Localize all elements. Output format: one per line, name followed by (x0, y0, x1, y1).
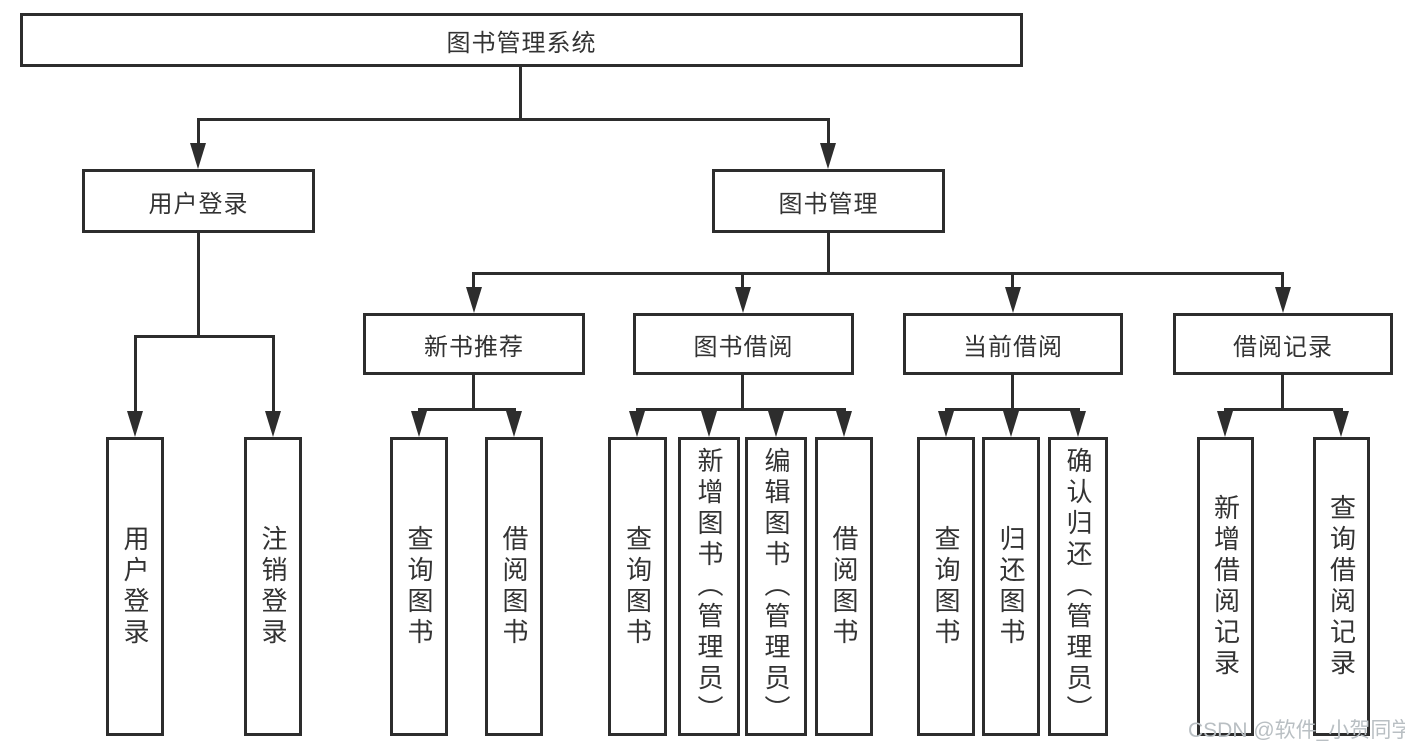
node-leaf-add-books-admin: 新增图书（管理员） (678, 437, 740, 736)
node-leaf-query-borrow-record-label: 查询借阅记录 (1326, 493, 1357, 680)
arrow-down-icon (629, 411, 645, 437)
connector-to-user-login (197, 118, 200, 146)
node-current-borrowing-label: 当前借阅 (963, 333, 1063, 361)
node-leaf-borrow-books-1-label: 借阅图书 (499, 524, 529, 649)
connector-to-book-management (827, 118, 830, 146)
node-book-borrowing-label: 图书借阅 (693, 333, 794, 361)
arrow-down-icon (938, 411, 954, 437)
arrow-down-icon (265, 411, 281, 437)
watermark: CSDN @软件_小贺同学 (1188, 719, 1405, 742)
node-leaf-borrow-books-2: 借阅图书 (815, 437, 873, 736)
connector-to-leaf-user-login (134, 335, 137, 413)
node-leaf-logout: 注销登录 (244, 437, 302, 736)
connector-borrowing-stem (741, 375, 744, 410)
connector-book-management-stem (827, 233, 830, 274)
arrow-down-icon (1005, 287, 1021, 313)
connector-root-stem (519, 67, 522, 118)
node-leaf-logout-label: 注销登录 (258, 524, 288, 649)
node-leaf-user-login-label: 用户登录 (120, 524, 150, 649)
arrow-down-icon (768, 411, 784, 437)
arrow-down-icon (735, 287, 751, 313)
node-leaf-borrow-books-1: 借阅图书 (485, 437, 543, 736)
connector-root-split (197, 118, 830, 121)
connector-to-book-borrowing (741, 272, 744, 289)
arrow-down-icon (127, 411, 143, 437)
node-leaf-return-books-label: 归还图书 (996, 524, 1026, 649)
node-book-management-label: 图书管理 (778, 190, 879, 218)
node-new-book-recommendation-label: 新书推荐 (424, 333, 524, 361)
connector-user-login-split (134, 335, 275, 338)
arrow-down-icon (1070, 411, 1086, 437)
node-user-login-label: 用户登录 (148, 190, 249, 218)
node-leaf-query-books-2: 查询图书 (608, 437, 667, 736)
node-leaf-query-books-1-label: 查询图书 (404, 524, 434, 649)
node-leaf-query-books-3-label: 查询图书 (931, 524, 961, 649)
node-leaf-add-borrow-record-label: 新增借阅记录 (1210, 493, 1241, 680)
arrow-down-icon (411, 411, 427, 437)
connector-recommendation-split (418, 408, 516, 411)
arrow-down-icon (1333, 411, 1349, 437)
node-leaf-query-books-1: 查询图书 (390, 437, 448, 736)
connector-borrowing-split (636, 408, 846, 411)
arrow-down-icon (701, 411, 717, 437)
node-leaf-return-books: 归还图书 (982, 437, 1040, 736)
arrow-down-icon (820, 143, 836, 169)
node-library-management-system-label: 图书管理系统 (446, 29, 597, 57)
arrow-down-icon (506, 411, 522, 437)
connector-current-split (945, 408, 1080, 411)
connector-current-stem (1011, 375, 1014, 410)
connector-recommendation-stem (472, 375, 475, 410)
node-leaf-query-borrow-record: 查询借阅记录 (1313, 437, 1370, 736)
node-leaf-user-login: 用户登录 (106, 437, 164, 736)
node-book-management: 图书管理 (712, 169, 945, 233)
node-current-borrowing: 当前借阅 (903, 313, 1123, 375)
arrow-down-icon (1217, 411, 1233, 437)
node-borrowing-records: 借阅记录 (1173, 313, 1393, 375)
arrow-down-icon (466, 287, 482, 313)
connector-to-new-book-recommendation (472, 272, 475, 289)
connector-records-split (1224, 408, 1343, 411)
connector-to-leaf-logout (272, 335, 275, 413)
node-leaf-confirm-return-admin: 确认归还（管理员） (1048, 437, 1108, 736)
node-leaf-add-books-admin-label: 新增图书（管理员） (694, 447, 724, 726)
arrow-down-icon (1275, 287, 1291, 313)
arrow-down-icon (190, 143, 206, 169)
node-leaf-confirm-return-admin-label: 确认归还（管理员） (1063, 447, 1093, 726)
arrow-down-icon (1003, 411, 1019, 437)
node-leaf-query-books-3: 查询图书 (917, 437, 975, 736)
node-leaf-query-books-2-label: 查询图书 (622, 524, 653, 649)
node-leaf-add-borrow-record: 新增借阅记录 (1197, 437, 1254, 736)
node-leaf-borrow-books-2-label: 借阅图书 (829, 524, 859, 649)
node-book-borrowing: 图书借阅 (633, 313, 854, 375)
connector-to-current-borrowing (1011, 272, 1014, 289)
node-new-book-recommendation: 新书推荐 (363, 313, 585, 375)
node-user-login: 用户登录 (82, 169, 315, 233)
connector-book-management-split (472, 272, 1284, 275)
node-borrowing-records-label: 借阅记录 (1233, 333, 1333, 361)
node-library-management-system: 图书管理系统 (20, 13, 1023, 67)
node-leaf-edit-books-admin: 编辑图书（管理员） (745, 437, 807, 736)
node-leaf-edit-books-admin-label: 编辑图书（管理员） (761, 447, 791, 726)
connector-to-borrowing-records (1281, 272, 1284, 289)
connector-user-login-stem (197, 233, 200, 337)
connector-records-stem (1281, 375, 1284, 410)
arrow-down-icon (836, 411, 852, 437)
